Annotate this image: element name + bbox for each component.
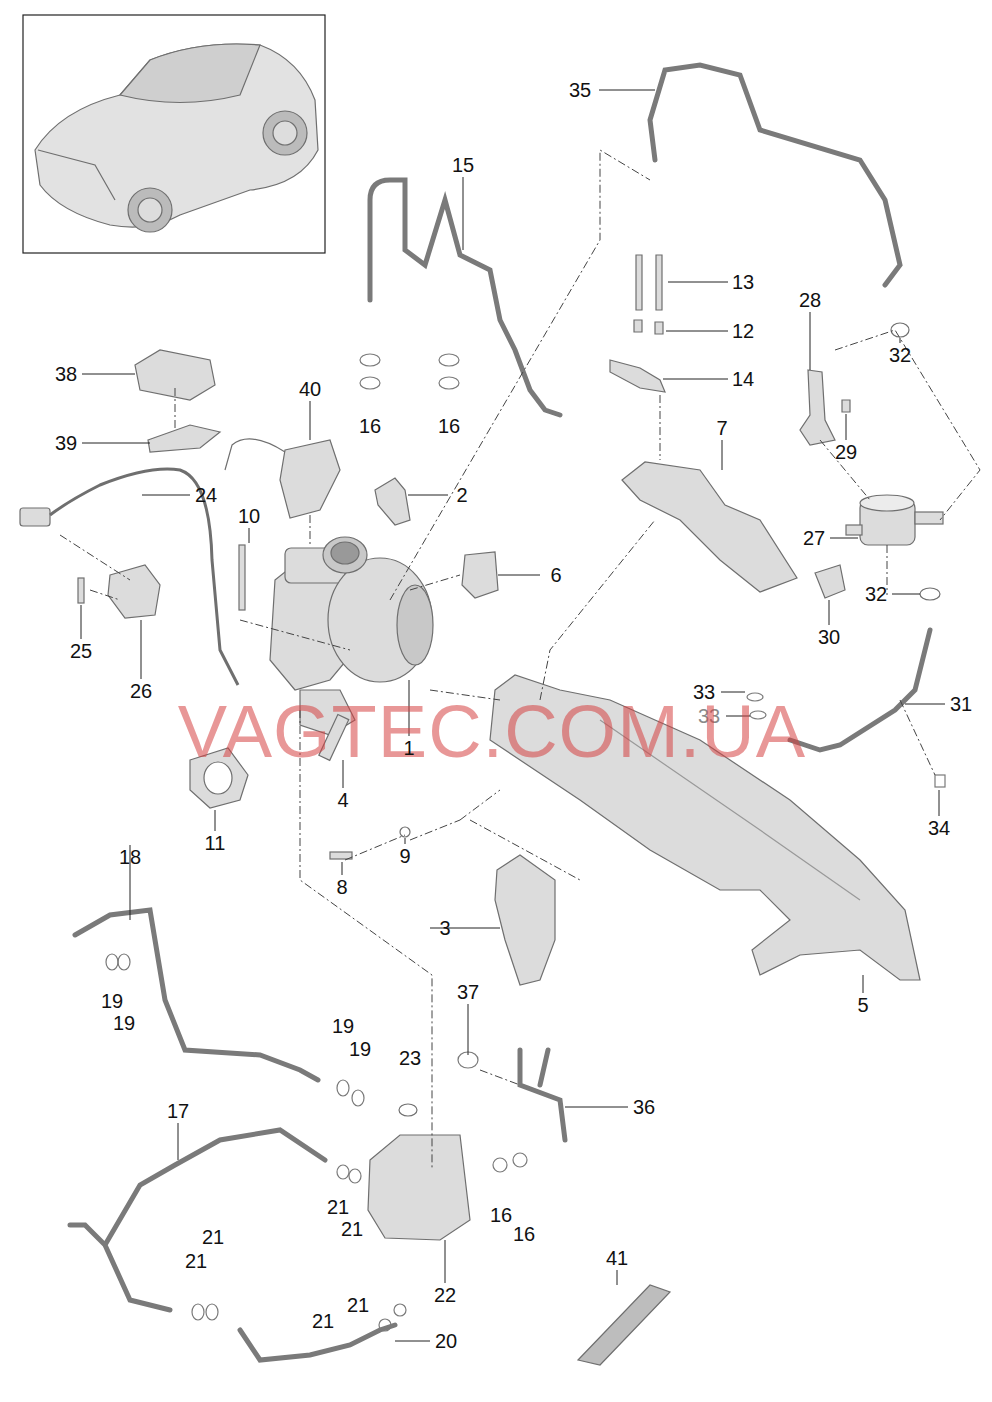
callout-number: 21 bbox=[200, 1226, 226, 1248]
callout-number: 19 bbox=[347, 1038, 373, 1060]
callout-number: 14 bbox=[730, 368, 756, 390]
callout-number: 11 bbox=[203, 832, 228, 854]
callout-number: 16 bbox=[511, 1223, 537, 1245]
callout-number: 17 bbox=[165, 1100, 191, 1122]
callout-number: 38 bbox=[53, 363, 79, 385]
callout-number: 21 bbox=[183, 1250, 209, 1272]
callout-number: 1 bbox=[401, 737, 416, 759]
callout-number: 35 bbox=[567, 79, 593, 101]
callout-number: 37 bbox=[455, 981, 481, 1003]
callout-number: 34 bbox=[926, 817, 952, 839]
callout-number: 7 bbox=[714, 417, 729, 439]
callout-number: 21 bbox=[339, 1218, 365, 1240]
callout-number: 2 bbox=[454, 484, 469, 506]
callout-number: 8 bbox=[334, 876, 349, 898]
callout-number: 20 bbox=[433, 1330, 459, 1352]
callout-number: 19 bbox=[111, 1012, 137, 1034]
callout-number: 3 bbox=[437, 917, 452, 939]
callout-number: 24 bbox=[193, 484, 219, 506]
callout-number: 19 bbox=[99, 990, 125, 1012]
callout-number: 26 bbox=[128, 680, 154, 702]
callout-number: 23 bbox=[397, 1047, 423, 1069]
callout-number: 4 bbox=[335, 789, 350, 811]
callout-number: 21 bbox=[325, 1196, 351, 1218]
callout-number: 10 bbox=[236, 505, 262, 527]
callout-number: 12 bbox=[730, 320, 756, 342]
callout-number: 40 bbox=[297, 378, 323, 400]
callout-number: 16 bbox=[357, 415, 383, 437]
callout-number: 29 bbox=[833, 441, 859, 463]
callout-number: 36 bbox=[631, 1096, 657, 1118]
callout-number: 32 bbox=[887, 344, 913, 366]
callout-number: 39 bbox=[53, 432, 79, 454]
callout-number: 32 bbox=[863, 583, 889, 605]
callout-number: 31 bbox=[948, 693, 974, 715]
callout-number: 30 bbox=[816, 626, 842, 648]
callout-number: 21 bbox=[310, 1310, 336, 1332]
callout-number: 15 bbox=[450, 154, 476, 176]
watermark: VAGTEC.COM.UA bbox=[178, 695, 806, 769]
callout-number: 41 bbox=[604, 1247, 630, 1269]
callout-number: 16 bbox=[488, 1204, 514, 1226]
callout-number: 25 bbox=[68, 640, 94, 662]
callout-number: 27 bbox=[801, 527, 827, 549]
callout-number: 13 bbox=[730, 271, 756, 293]
callout-number: 22 bbox=[432, 1284, 458, 1306]
callout-number: 21 bbox=[345, 1294, 371, 1316]
callout-number: 5 bbox=[855, 994, 870, 1016]
callout-number: 19 bbox=[330, 1015, 356, 1037]
callout-number: 18 bbox=[117, 846, 143, 868]
callout-number: 16 bbox=[436, 415, 462, 437]
callout-number: 9 bbox=[397, 845, 412, 867]
callout-number: 6 bbox=[548, 564, 563, 586]
callout-number: 28 bbox=[797, 289, 823, 311]
